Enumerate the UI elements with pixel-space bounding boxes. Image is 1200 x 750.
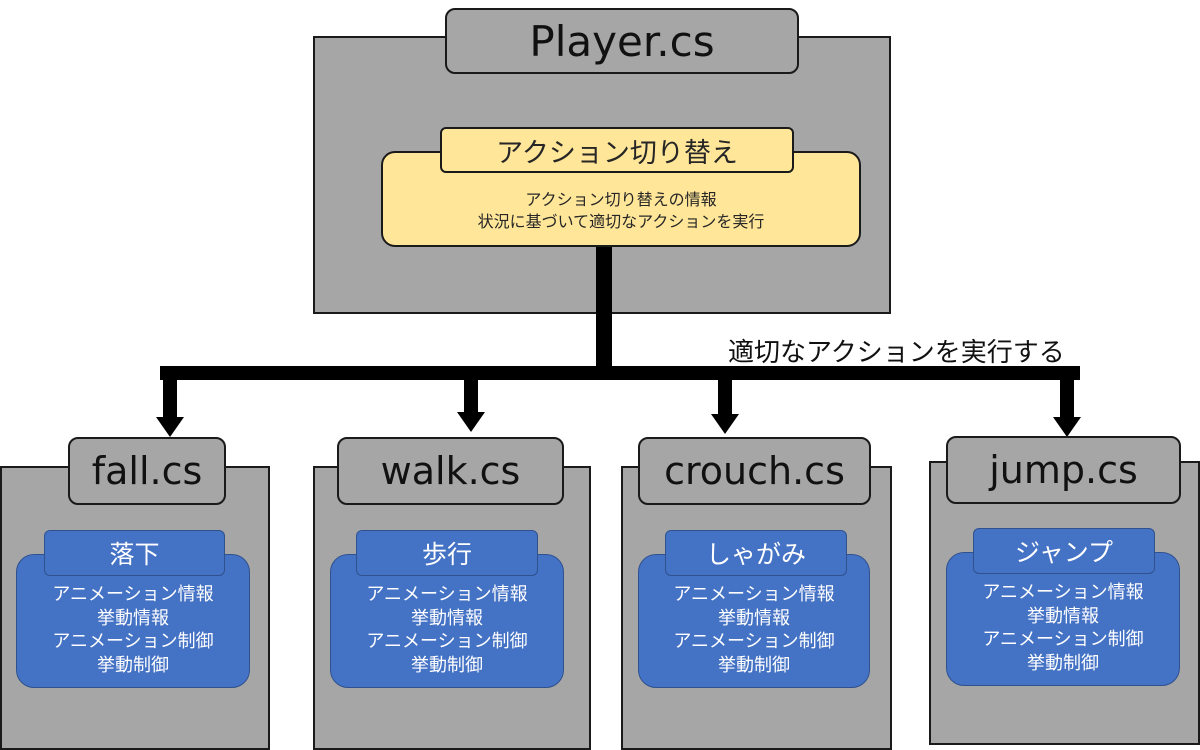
arrow-crouch-head — [711, 414, 739, 434]
jump-info-line: アニメーション情報 — [982, 582, 1144, 603]
fall-info-box: アニメーション情報 挙動情報 アニメーション制御 挙動制御 — [16, 554, 250, 688]
connector-trunk — [596, 247, 612, 375]
crouch-info-line: 挙動情報 — [718, 607, 790, 629]
walk-label: 歩行 — [356, 530, 538, 576]
crouch-label: しゃがみ — [665, 530, 847, 576]
arrow-fall-head — [156, 417, 184, 437]
crouch-info-box: アニメーション情報 挙動情報 アニメーション制御 挙動制御 — [638, 554, 870, 688]
connector-bus — [160, 366, 1080, 380]
jump-info-line: アニメーション制御 — [982, 629, 1144, 650]
crouch-title: crouch.cs — [638, 437, 871, 505]
arrow-crouch-shaft — [718, 373, 732, 415]
arrow-jump-head — [1053, 417, 1081, 437]
walk-info-line: アニメーション制御 — [366, 631, 528, 652]
walk-info-line: 挙動制御 — [411, 654, 483, 676]
fall-info-line: 挙動情報 — [97, 607, 169, 629]
action-switch-label: アクション切り替え — [440, 127, 794, 173]
action-switch-line-1: アクション切り替えの情報 — [525, 190, 717, 209]
action-switch-line-2: 状況に基づいて適切なアクションを実行 — [477, 212, 765, 231]
fall-info-line: アニメーション制御 — [52, 631, 214, 652]
fall-info-line: 挙動制御 — [97, 654, 169, 676]
fall-title: fall.cs — [68, 437, 226, 505]
jump-info-box: アニメーション情報 挙動情報 アニメーション制御 挙動制御 — [946, 552, 1180, 686]
crouch-info-line: アニメーション制御 — [673, 631, 835, 652]
player-title: Player.cs — [445, 8, 799, 74]
arrow-fall-shaft — [163, 373, 177, 418]
arrow-walk-shaft — [464, 373, 478, 413]
crouch-info-line: 挙動制御 — [718, 654, 790, 676]
walk-info-line: 挙動情報 — [411, 607, 483, 629]
jump-title: jump.cs — [946, 436, 1181, 504]
jump-label: ジャンプ — [973, 528, 1155, 574]
walk-info-box: アニメーション情報 挙動情報 アニメーション制御 挙動制御 — [330, 554, 564, 688]
fall-info-line: アニメーション情報 — [52, 584, 214, 605]
crouch-info-line: アニメーション情報 — [673, 584, 835, 605]
connector-label: 適切なアクションを実行する — [728, 338, 1065, 368]
walk-title: walk.cs — [337, 437, 564, 505]
jump-info-line: 挙動制御 — [1027, 652, 1099, 674]
jump-info-line: 挙動情報 — [1027, 605, 1099, 627]
fall-label: 落下 — [44, 530, 225, 576]
arrow-jump-shaft — [1060, 373, 1074, 418]
arrow-walk-head — [457, 412, 485, 432]
walk-info-line: アニメーション情報 — [366, 584, 528, 605]
